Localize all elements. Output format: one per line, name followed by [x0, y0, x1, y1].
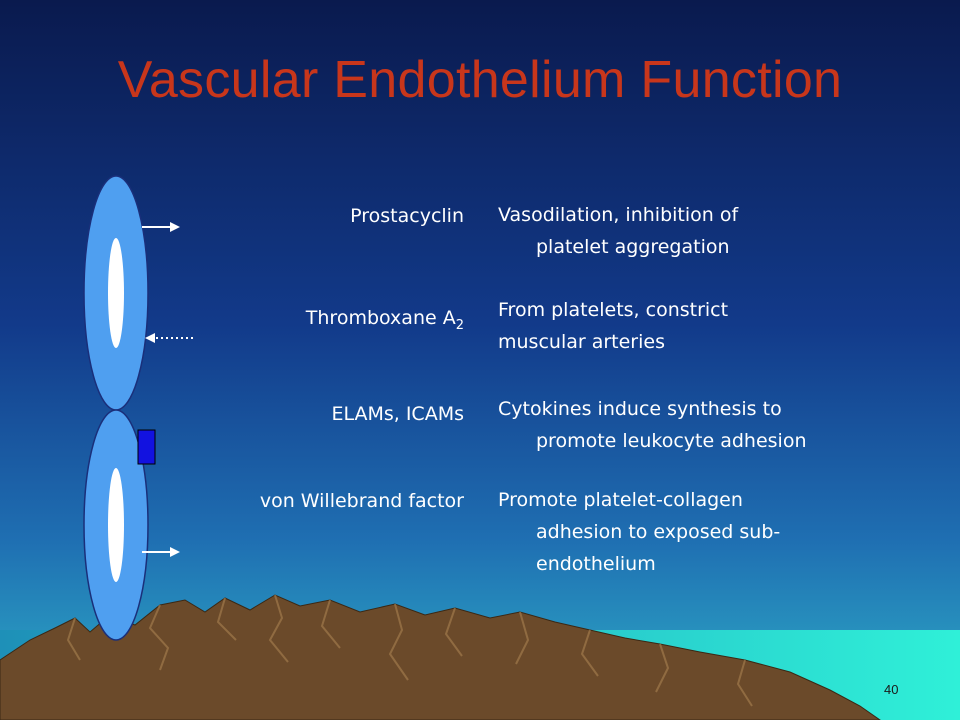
term-thromboxane-label: Thromboxane A	[305, 307, 456, 329]
desc-prostacyclin: Vasodilation, inhibition of platelet agg…	[498, 199, 918, 263]
desc-elams-icams: Cytokines induce synthesis to promote le…	[498, 393, 918, 457]
dotted-arrow-left-icon	[145, 333, 193, 343]
term-thromboxane: Thromboxane A2	[144, 307, 464, 333]
desc-line: endothelium	[536, 553, 656, 575]
desc-line: Cytokines induce synthesis to	[498, 398, 782, 420]
square-marker-icon	[137, 429, 156, 465]
arrow-right-icon	[142, 547, 180, 557]
desc-line: Promote platelet-collagen	[498, 489, 743, 511]
mountain-ridges	[66, 594, 753, 707]
term-von-willebrand: von Willebrand factor	[259, 490, 464, 512]
desc-line: promote leukocyte adhesion	[536, 430, 807, 452]
desc-line: platelet aggregation	[536, 236, 730, 258]
arrow-right-icon	[142, 222, 180, 232]
page-number: 40	[884, 682, 899, 697]
desc-line: muscular arteries	[498, 331, 665, 353]
term-prostacyclin: Prostacyclin	[350, 205, 464, 227]
slide-title: Vascular Endothelium Function	[117, 51, 843, 109]
desc-line: adhesion to exposed sub-	[536, 521, 781, 543]
desc-von-willebrand: Promote platelet-collagen adhesion to ex…	[498, 484, 918, 580]
desc-line: Vasodilation, inhibition of	[498, 204, 739, 226]
desc-line: From platelets, constrict	[498, 299, 729, 321]
term-elams-icams: ELAMs, ICAMs	[331, 403, 464, 425]
desc-thromboxane: From platelets, constrict muscular arter…	[498, 294, 918, 358]
term-thromboxane-subscript: 2	[455, 317, 464, 333]
endothelial-cell-bottom-icon	[83, 409, 149, 641]
endothelial-cell-top-icon	[83, 175, 149, 411]
